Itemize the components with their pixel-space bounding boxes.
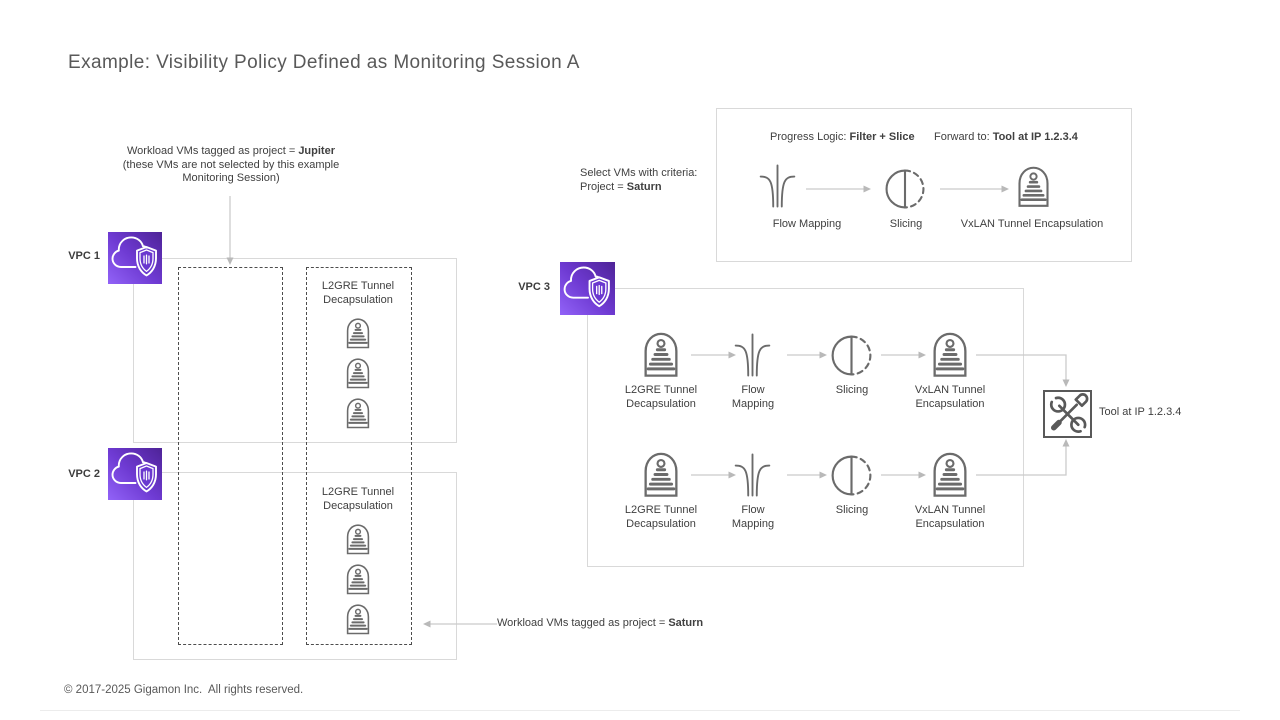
policy-forward-to: Forward to: Tool at IP 1.2.3.4 <box>934 131 1078 145</box>
decap-label-top: L2GRE Tunnel Decapsulation <box>321 280 395 306</box>
policy-progress-logic: Progress Logic: Filter + Slice <box>770 131 915 145</box>
progress-logic-value: Filter + Slice <box>849 131 915 143</box>
vpc1-icon <box>108 232 162 284</box>
selection-dashed-box-left <box>178 267 283 645</box>
jupiter-note-line2: (these VMs are not selected by this exam… <box>122 158 340 171</box>
cloud-shield-icon <box>111 452 157 493</box>
vpc3-icon <box>560 262 615 315</box>
flow-mapping-icon <box>734 453 771 497</box>
select-vms-line2-value: Saturn <box>626 180 662 193</box>
select-vms-note: Select VMs with criteria: Project = Satu… <box>580 167 720 194</box>
select-vms-line1: Select VMs with criteria: <box>580 167 698 179</box>
saturn-note: Workload VMs tagged as project = Saturn <box>497 617 797 631</box>
tunnel-icon <box>346 524 370 555</box>
policy-step-label: Slicing <box>889 218 923 230</box>
tunnel-icon <box>644 452 678 497</box>
page-title: Example: Visibility Policy Defined as Mo… <box>68 52 580 73</box>
tool-label: Tool at IP 1.2.3.4 <box>1099 406 1182 418</box>
flow-mapping-icon <box>759 164 796 208</box>
cloud-shield-icon <box>111 236 157 277</box>
policy-step-label: VxLAN Tunnel Encapsulation <box>960 218 1104 230</box>
progress-logic-label: Progress Logic: <box>770 131 850 143</box>
tool-box <box>1043 390 1092 438</box>
vpc2-icon <box>108 448 162 500</box>
saturn-note-value: Saturn <box>668 617 704 629</box>
tunnel-icon <box>346 564 370 595</box>
tunnel-icon <box>346 318 370 349</box>
jupiter-note-value: Jupiter <box>298 145 335 157</box>
select-vms-line2-label: Project = <box>580 180 627 193</box>
vpc3-step-label: VxLAN Tunnel Encapsulation <box>914 504 986 530</box>
vpc2-region-box <box>133 472 457 660</box>
tunnel-icon <box>933 332 967 377</box>
saturn-note-text: Workload VMs tagged as project = <box>497 617 669 629</box>
forward-to-value: Tool at IP 1.2.3.4 <box>992 131 1078 143</box>
vpc3-step-label: Flow Mapping <box>731 384 775 410</box>
jupiter-note-line3: Monitoring Session) <box>182 172 280 184</box>
vpc3-step-label: VxLAN Tunnel Encapsulation <box>914 384 986 410</box>
vpc3-label: VPC 3 <box>518 281 550 293</box>
slicing-icon <box>885 169 925 209</box>
jupiter-note: Workload VMs tagged as project = Jupiter… <box>103 145 359 186</box>
slicing-icon <box>831 455 872 496</box>
policy-step-label: Flow Mapping <box>772 218 842 230</box>
vpc3-step-label: L2GRE Tunnel Decapsulation <box>624 504 698 530</box>
footer-text: © 2017-2025 Gigamon Inc. All rights rese… <box>64 684 304 696</box>
vpc1-region-box <box>133 258 457 443</box>
tunnel-icon <box>933 452 967 497</box>
jupiter-note-text: Workload VMs tagged as project = <box>127 145 299 157</box>
vpc3-step-label: L2GRE Tunnel Decapsulation <box>624 384 698 410</box>
vxlan-tunnel-encapsulation-icon <box>1018 166 1049 207</box>
forward-to-label: Forward to: <box>934 131 993 143</box>
vpc3-step-label: Slicing <box>835 384 869 396</box>
tunnel-icon <box>346 604 370 635</box>
vpc3-step-label: Flow Mapping <box>731 504 775 530</box>
flow-mapping-icon <box>734 333 771 377</box>
vpc1-label: VPC 1 <box>68 250 100 262</box>
decap-label-bottom: L2GRE Tunnel Decapsulation <box>321 486 395 512</box>
tunnel-icon <box>346 358 370 389</box>
tunnel-icon <box>644 332 678 377</box>
tool-icon <box>1049 393 1089 433</box>
cloud-shield-icon <box>563 266 610 308</box>
vpc3-region-box <box>587 288 1024 567</box>
vpc2-label: VPC 2 <box>68 468 100 480</box>
selection-dashed-box-right <box>306 267 412 645</box>
footer-divider <box>40 710 1240 711</box>
policy-box <box>716 108 1132 262</box>
tunnel-icon <box>346 398 370 429</box>
slicing-icon <box>831 335 872 376</box>
vpc3-step-label: Slicing <box>835 504 869 516</box>
